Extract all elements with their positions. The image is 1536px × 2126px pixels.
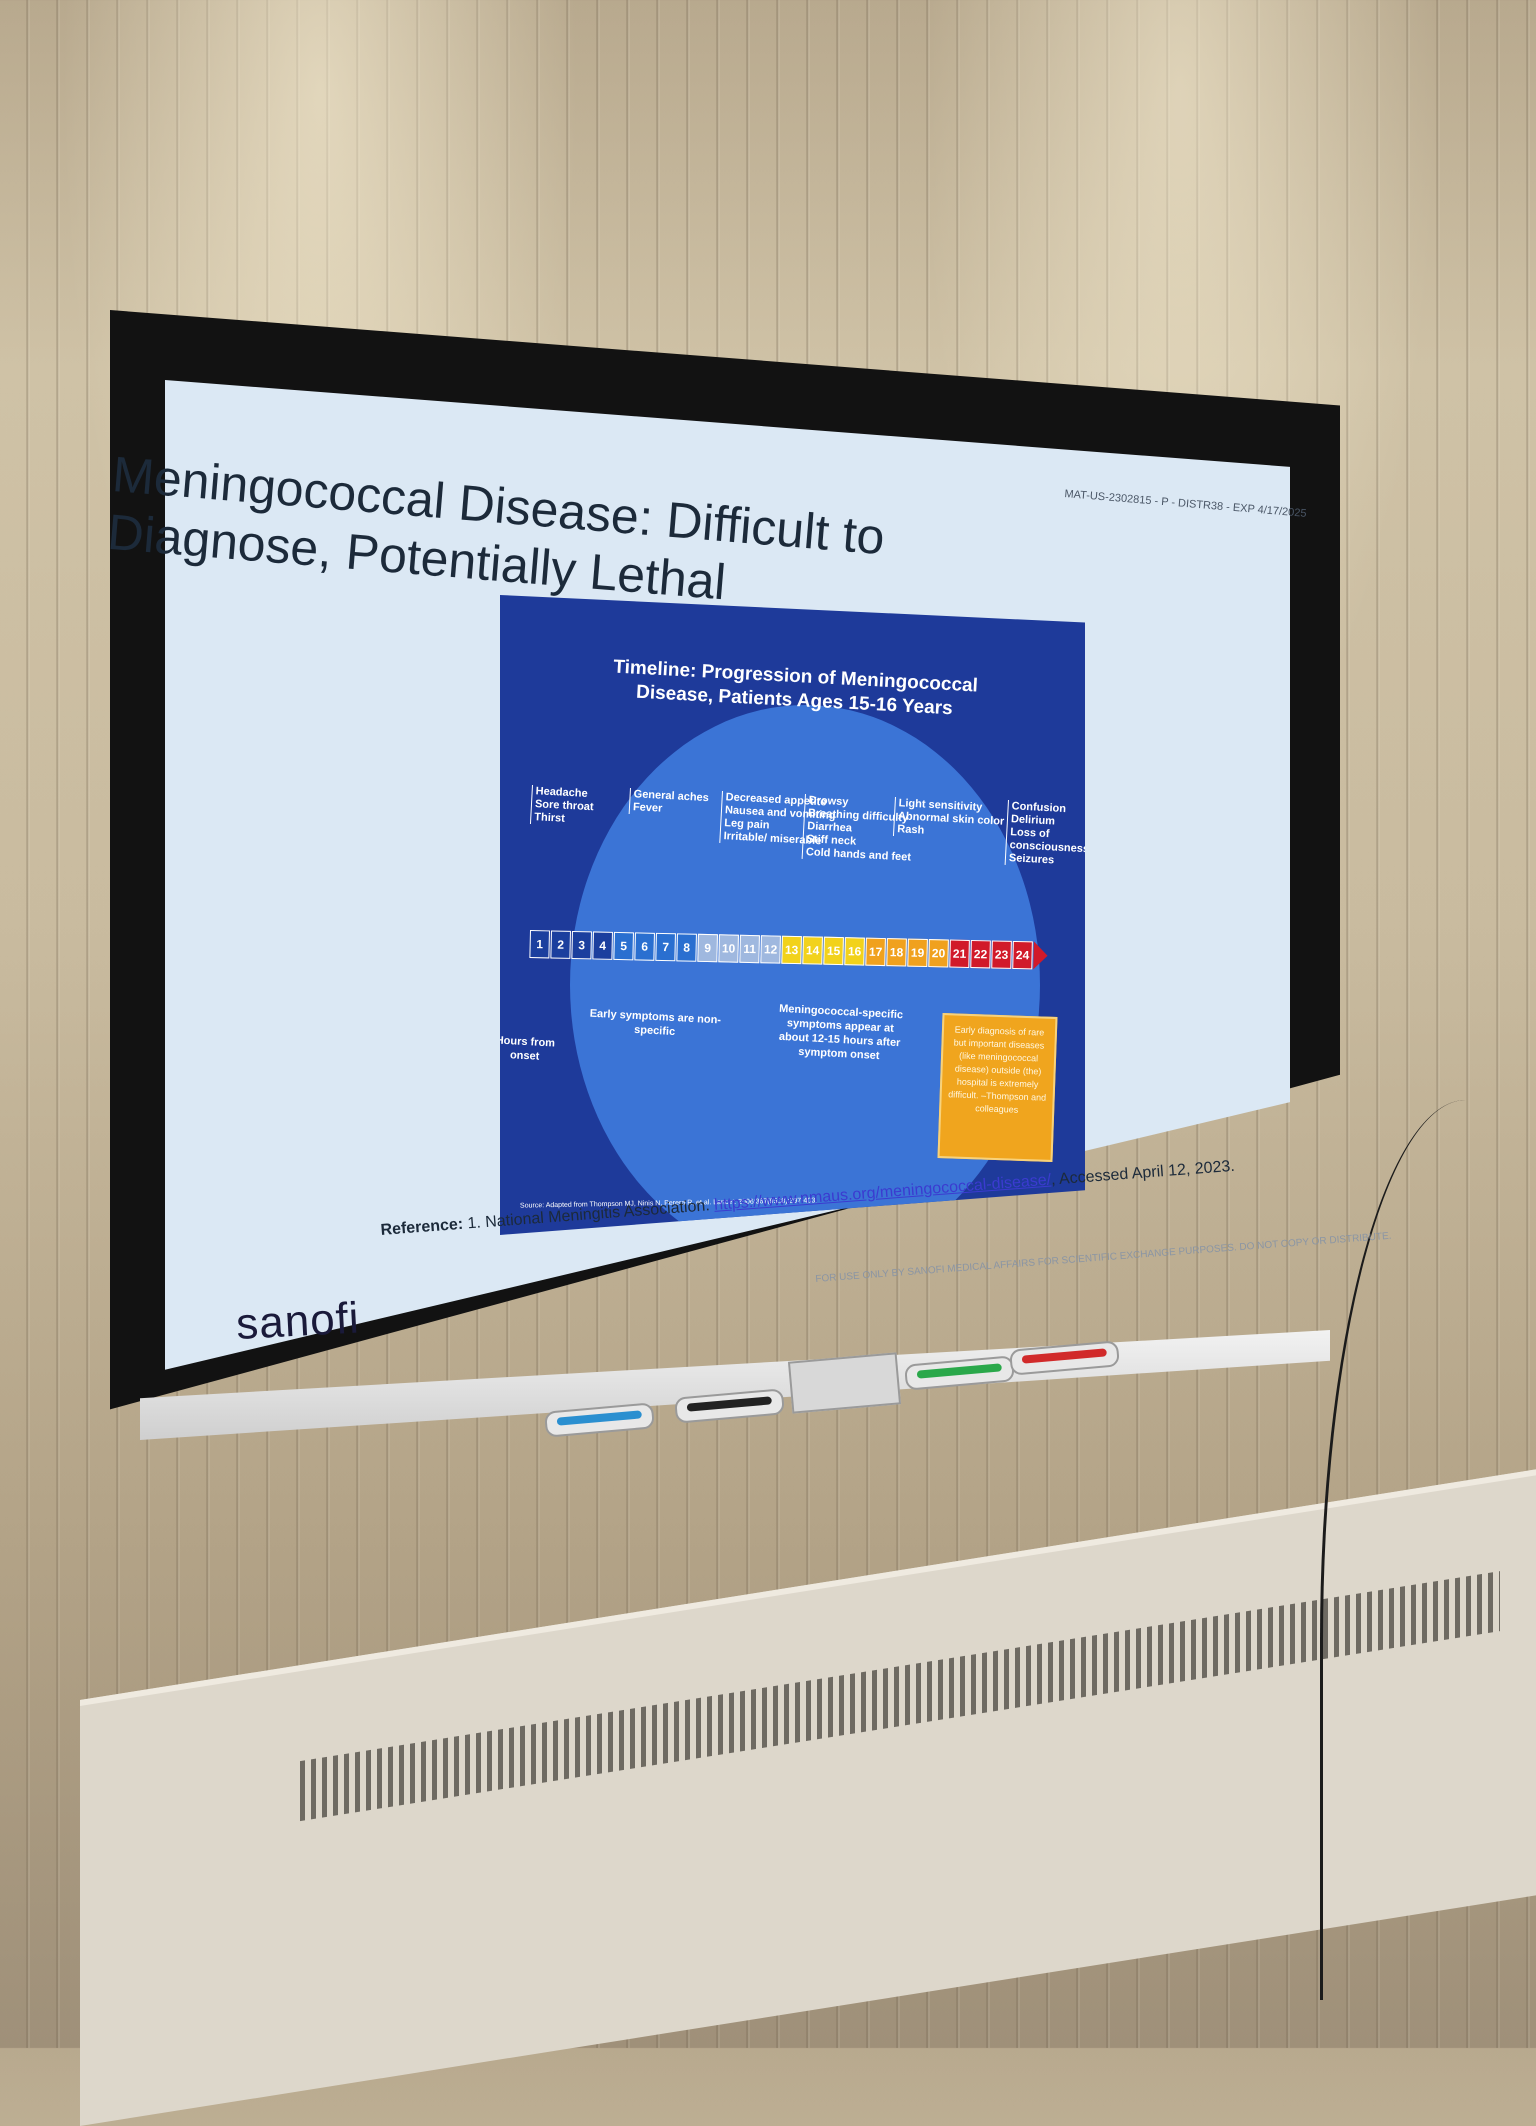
hour-cell: 10 bbox=[718, 934, 739, 963]
hour-cell: 1 bbox=[529, 930, 550, 959]
hour-cell: 14 bbox=[802, 936, 823, 965]
pen-color bbox=[916, 1363, 1003, 1379]
hour-cell: 20 bbox=[928, 939, 949, 968]
hour-cell: 11 bbox=[739, 934, 760, 964]
hour-cell: 5 bbox=[613, 931, 634, 961]
hour-cell: 2 bbox=[550, 930, 571, 959]
hour-cell: 22 bbox=[970, 940, 991, 969]
eraser[interactable] bbox=[787, 1352, 902, 1414]
hour-cell: 9 bbox=[697, 933, 718, 963]
hour-cell: 12 bbox=[760, 935, 781, 964]
hour-cell: 13 bbox=[781, 935, 802, 965]
timeline-figure: Timeline: Progression of Meningococcal D… bbox=[500, 595, 1085, 1235]
hour-cell: 16 bbox=[844, 937, 865, 966]
sanofi-logo: sanofi bbox=[235, 1293, 361, 1349]
hour-cell: 19 bbox=[907, 938, 928, 968]
hour-cell: 24 bbox=[1012, 940, 1033, 970]
hour-cell: 23 bbox=[991, 940, 1012, 969]
quote-box: Early diagnosis of rare but important di… bbox=[937, 1013, 1058, 1162]
pen-color bbox=[686, 1396, 773, 1412]
hour-cell: 8 bbox=[676, 933, 697, 962]
hours-label: Hours from onset bbox=[500, 1034, 556, 1063]
timeline-arrowhead bbox=[1033, 941, 1048, 970]
pen-color bbox=[556, 1410, 643, 1426]
hour-cell: 21 bbox=[949, 939, 970, 968]
specific-symptoms-note: Meningococcal-specific symptoms appear a… bbox=[778, 1002, 904, 1063]
hour-cell: 3 bbox=[571, 930, 592, 960]
hour-cell: 4 bbox=[592, 931, 613, 960]
power-cable bbox=[1320, 1100, 1536, 2000]
hour-cell: 6 bbox=[634, 932, 655, 961]
pen-color bbox=[1021, 1348, 1108, 1364]
hour-cell: 15 bbox=[823, 936, 844, 966]
hour-cell: 7 bbox=[655, 932, 676, 962]
hour-cell: 17 bbox=[865, 937, 886, 967]
hour-cell: 18 bbox=[886, 938, 907, 967]
